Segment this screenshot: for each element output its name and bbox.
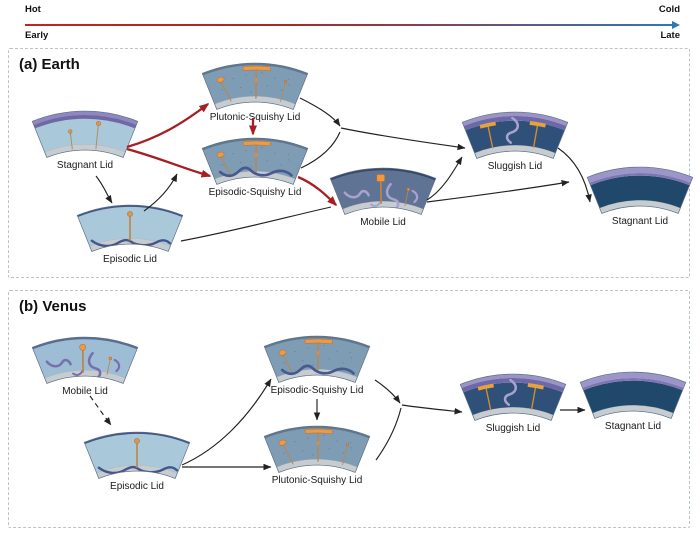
- lid-arc-mobile_dark-graphic: [329, 167, 437, 215]
- lid-arc-episodic-graphic: [83, 431, 191, 479]
- node-venus-mobile_v: [29, 332, 141, 386]
- node-earth-stagnant_early: [29, 106, 141, 160]
- lid-arc-plutonic_squishy-graphic: [201, 62, 309, 110]
- node-label-venus-mobile_v: Mobile Lid: [62, 386, 108, 397]
- node-venus-sluggish_v: [457, 369, 569, 423]
- node-label-earth-sluggish: Sluggish Lid: [487, 161, 543, 172]
- node-label-earth-plutonic_squishy: Plutonic-Squishy Lid: [209, 112, 301, 123]
- timeline-cold-label: Cold: [658, 4, 680, 15]
- lid-arc-stagnant_late-graphic: [579, 371, 687, 419]
- panel-earth-title: (a) Earth: [19, 56, 80, 73]
- node-venus-plutonic_v: [261, 421, 373, 475]
- lid-arc-plutonic_squishy-graphic: [263, 425, 371, 473]
- node-label-earth-episodic_squishy: Episodic-Squishy Lid: [208, 187, 302, 198]
- node-venus-stagnant_v: [577, 367, 689, 421]
- node-venus-episodic_v: [81, 427, 193, 481]
- node-earth-sluggish: [459, 107, 571, 161]
- timeline-hot-label: Hot: [25, 4, 41, 15]
- timeline-late-label: Late: [660, 30, 680, 41]
- node-label-venus-plutonic_v: Plutonic-Squishy Lid: [271, 475, 363, 486]
- lid-arc-episodic-graphic: [76, 204, 184, 252]
- node-label-earth-episodic: Episodic Lid: [103, 254, 157, 265]
- timeline-early-label: Early: [25, 30, 49, 41]
- lid-arc-sluggish-graphic: [461, 111, 569, 159]
- lid-arc-stagnant_late-graphic: [586, 166, 694, 214]
- node-label-venus-episodic_v: Episodic Lid: [110, 481, 164, 492]
- node-label-venus-episodic_squishy_v: Episodic-Squishy Lid: [270, 385, 364, 396]
- node-label-earth-stagnant_late: Stagnant Lid: [611, 216, 669, 227]
- lid-arc-stagnant_early-graphic: [31, 110, 139, 158]
- node-label-earth-stagnant_early: Stagnant Lid: [56, 160, 114, 171]
- panel-venus: (b) Venus: [8, 290, 690, 528]
- timeline-arrowhead-icon: [672, 20, 680, 29]
- node-label-venus-stagnant_v: Stagnant Lid: [604, 421, 662, 432]
- node-label-venus-sluggish_v: Sluggish Lid: [485, 423, 541, 434]
- lid-arc-mobile_light-graphic: [31, 336, 139, 384]
- lid-arc-episodic_squishy-graphic: [201, 137, 309, 185]
- node-earth-plutonic_squishy: [199, 58, 311, 112]
- node-label-earth-mobile: Mobile Lid: [360, 217, 406, 228]
- timeline-gradient-bar: [25, 24, 674, 27]
- node-earth-episodic_squishy: [199, 133, 311, 187]
- node-earth-stagnant_late: [584, 162, 696, 216]
- node-venus-episodic_squishy_v: [261, 331, 373, 385]
- node-earth-mobile: [327, 163, 439, 217]
- node-earth-episodic: [74, 200, 186, 254]
- lid-arc-sluggish-graphic: [459, 373, 567, 421]
- panel-venus-title: (b) Venus: [19, 298, 87, 315]
- lid-arc-episodic_squishy-graphic: [263, 335, 371, 383]
